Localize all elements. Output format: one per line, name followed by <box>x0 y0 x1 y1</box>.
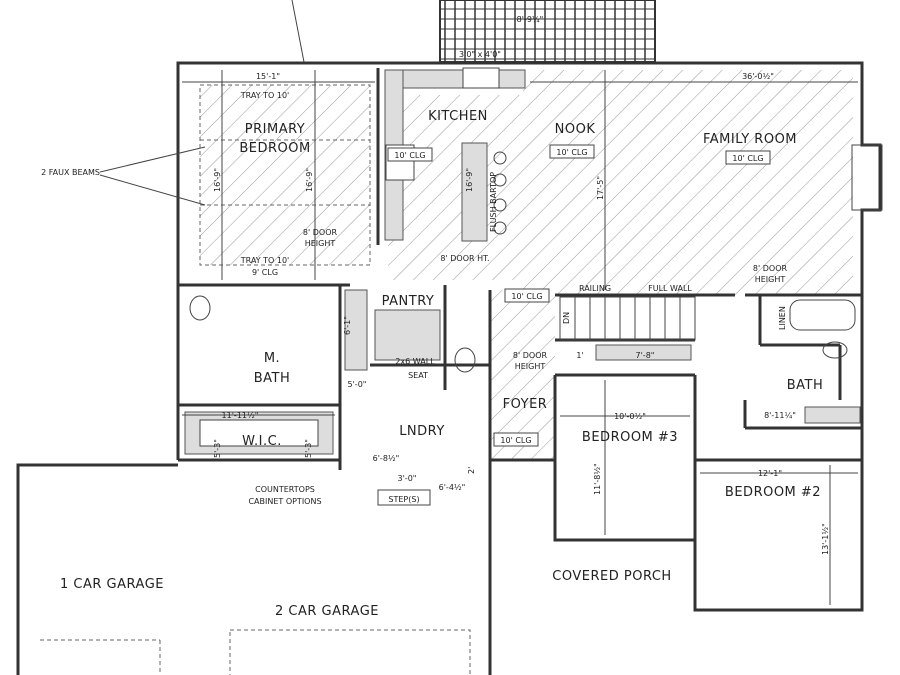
dim-nook-depth: 17'-5" <box>596 176 605 200</box>
dim-deck: 8'-9¼" <box>517 15 544 24</box>
clg-entry: 10' CLG <box>511 292 542 301</box>
note-door-height-hall-2: HEIGHT <box>755 275 786 284</box>
note-faux-beams: 2 FAUX BEAMS <box>41 168 100 177</box>
dim-bath-closet: 8'-11¼" <box>764 411 796 420</box>
room-label-porch: COVERED PORCH <box>552 569 671 584</box>
room-label-master-bath-2: BATH <box>254 371 291 386</box>
dim-kitchen-depth: 16'-9" <box>465 168 474 192</box>
note-door-height-primary: 8' DOOR <box>303 228 338 237</box>
room-label-family-room: FAMILY ROOM <box>703 132 797 147</box>
ceiling-tags: 10' CLG 10' CLG 10' CLG 10' CLG 10' CLG <box>387 144 771 447</box>
dim-laundry-step: 3'-0" <box>398 474 417 483</box>
room-label-foyer: FOYER <box>503 397 548 412</box>
kitchen-counter <box>384 69 526 89</box>
room-label-bedroom3: BEDROOM #3 <box>582 430 678 445</box>
dimension-lines <box>99 0 858 605</box>
note-door-height-hall: 8' DOOR <box>753 264 788 273</box>
dim-great-room-width: 36'-0½" <box>742 72 774 81</box>
note-cabinet-options: CABINET OPTIONS <box>248 497 321 506</box>
room-label-laundry: LNDRY <box>399 424 445 439</box>
deck <box>439 0 656 63</box>
note-tray-bottom: TRAY TO 10' <box>240 256 290 265</box>
dim-bed2-depth: 13'-1½" <box>821 523 830 555</box>
dim-laundry-small: 2' <box>467 467 476 474</box>
note-door-ht: 8' DOOR HT. <box>440 254 489 263</box>
note-door-height-foyer-2: HEIGHT <box>515 362 546 371</box>
note-linen: LINEN <box>778 306 787 330</box>
dim-primary-width: 15'-1" <box>256 72 280 81</box>
note-2x6-wall: 2x6 WALL <box>395 357 435 366</box>
room-label-wic: W.I.C. <box>242 434 282 449</box>
dim-primary-depth-left: 16'-9" <box>213 168 222 192</box>
island <box>461 142 488 242</box>
bathtub <box>789 299 856 331</box>
note-door-height-foyer: 8' DOOR <box>513 351 548 360</box>
note-tray-bottom-2: 9' CLG <box>252 268 278 277</box>
room-label-nook: NOOK <box>555 122 596 137</box>
dim-bed2-width: 12'-1" <box>758 469 782 478</box>
dim-primary-depth-right: 16'-9" <box>305 168 314 192</box>
room-label-primary-bedroom-2: BEDROOM <box>239 141 310 156</box>
sink <box>462 67 500 89</box>
note-full-wall: FULL WALL <box>648 284 692 293</box>
note-railing: RAILING <box>579 284 611 293</box>
dim-wic-depth-right: 5'-3" <box>304 439 313 458</box>
dim-wic-depth-left: 5'-3" <box>213 439 222 458</box>
clg-foyer: 10' CLG <box>500 436 531 445</box>
dim-laundry-side: 6'-4½" <box>439 483 466 492</box>
clg-family: 10' CLG <box>732 154 763 163</box>
clg-kitchen: 10' CLG <box>394 151 425 160</box>
room-label-master-bath: M. <box>264 351 280 366</box>
note-steps: STEP(S) <box>388 495 419 504</box>
room-label-kitchen: KITCHEN <box>428 109 488 124</box>
dim-closet: 7'-8" <box>636 351 655 360</box>
room-label-bedroom2: BEDROOM #2 <box>725 485 821 500</box>
room-label-garage1: 1 CAR GARAGE <box>60 577 164 592</box>
stairs <box>559 296 696 341</box>
toilet <box>822 341 848 359</box>
note-tray-top: TRAY TO 10' <box>240 91 290 100</box>
note-down: DN <box>562 312 571 324</box>
dim-laundry-width: 6'-8½" <box>373 454 400 463</box>
bar-stools <box>493 151 507 235</box>
note-flush-bartop: FLUSH BARTOP <box>489 172 498 232</box>
dim-bed3-depth: 11'-8½" <box>593 463 602 495</box>
clg-nook: 10' CLG <box>556 148 587 157</box>
note-window: 3'0" x 4'0" <box>459 50 501 59</box>
dim-shower: 5'-0" <box>348 380 367 389</box>
dim-closet-small: 1' <box>576 351 583 360</box>
dim-wic-width: 11'-11½" <box>222 411 259 420</box>
note-countertops: COUNTERTOPS <box>255 485 315 494</box>
dim-bed3-width: 10'-0½" <box>614 412 646 421</box>
room-label-bath: BATH <box>787 378 824 393</box>
room-label-garage2: 2 CAR GARAGE <box>275 604 379 619</box>
room-label-pantry: PANTRY <box>382 294 435 309</box>
note-door-height-primary-2: HEIGHT <box>305 239 336 248</box>
hatched-areas <box>200 70 853 460</box>
dim-vanity: 6'-1" <box>343 316 352 335</box>
note-seat: SEAT <box>408 371 428 380</box>
walls <box>16 61 883 675</box>
room-label-primary-bedroom: PRIMARY <box>245 122 305 137</box>
